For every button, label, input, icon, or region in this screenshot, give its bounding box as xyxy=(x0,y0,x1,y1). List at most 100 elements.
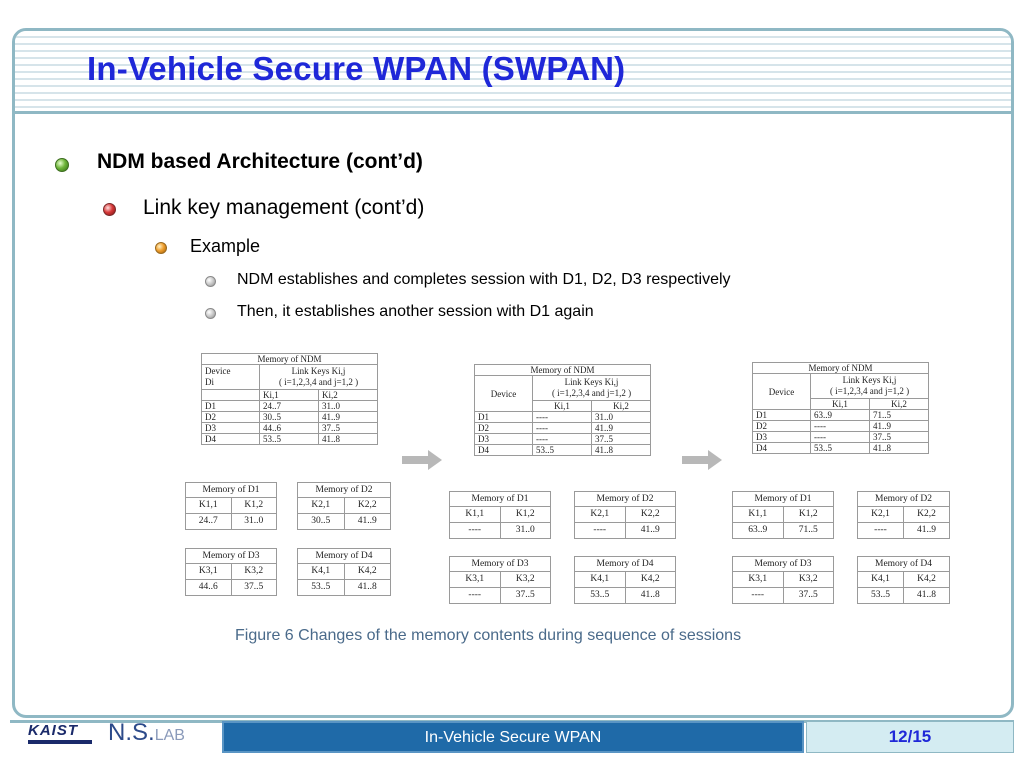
value-cell: 63..9 xyxy=(810,409,870,421)
value-cell: 41..9 xyxy=(903,522,950,539)
device-header: Device xyxy=(752,373,811,410)
table-title: Memory of D3 xyxy=(449,556,551,572)
table-title: Memory of D2 xyxy=(297,482,391,498)
table-title: Memory of D2 xyxy=(857,491,950,507)
right-arrow-icon xyxy=(402,450,442,470)
col-header: K2,1 xyxy=(297,497,345,514)
value-cell: 41..8 xyxy=(317,433,379,445)
value-cell: 37..5 xyxy=(230,579,277,596)
table-title: Memory of NDM xyxy=(473,364,652,376)
bullet-text: NDM establishes and completes session wi… xyxy=(237,271,731,288)
value-cell: ---- xyxy=(532,411,592,423)
device-cell: D2 xyxy=(201,411,260,423)
link-keys-range: ( i=1,2,3,4 and j=1,2 ) xyxy=(551,388,632,398)
value-cell: 37..5 xyxy=(317,422,379,434)
col-header: K4,1 xyxy=(297,563,345,580)
value-cell: 41..9 xyxy=(624,522,676,539)
value-cell: 31..0 xyxy=(317,400,379,412)
col-header: K4,2 xyxy=(624,571,676,588)
footer-title: In-Vehicle Secure WPAN xyxy=(424,729,602,746)
value-cell: 53..5 xyxy=(810,442,870,454)
table-title: Memory of D1 xyxy=(449,491,551,507)
value-cell: 41..8 xyxy=(590,444,652,456)
bullet-text: Example xyxy=(190,236,261,256)
grey-bullet-icon xyxy=(205,308,216,319)
value-cell: 41..8 xyxy=(903,587,950,604)
value-cell: 41..8 xyxy=(868,442,930,454)
figure-caption: Figure 6 Changes of the memory contents … xyxy=(235,627,742,644)
value-cell: 31..0 xyxy=(590,411,652,423)
value-cell: 31..0 xyxy=(230,513,277,530)
table-title: Memory of NDM xyxy=(200,353,379,365)
col-header: Ki,2 xyxy=(317,389,379,401)
value-cell: 31..0 xyxy=(499,522,551,539)
col-header: K1,1 xyxy=(185,497,232,514)
col-header: K4,1 xyxy=(857,571,904,588)
table-title: Memory of D4 xyxy=(857,556,950,572)
col-header: Ki,1 xyxy=(532,400,592,412)
value-cell: ---- xyxy=(810,420,870,432)
title-divider xyxy=(15,111,1011,114)
link-keys-range: ( i=1,2,3,4 and j=1,2 ) xyxy=(829,386,910,396)
slide-title: In-Vehicle Secure WPAN (SWPAN) xyxy=(87,50,626,87)
col-header: K2,1 xyxy=(574,506,626,523)
nslab-logo: N.S.LAB xyxy=(108,719,185,747)
col-header: K2,2 xyxy=(624,506,676,523)
value-cell: 41..8 xyxy=(624,587,676,604)
table-title: Memory of D4 xyxy=(297,548,391,564)
link-keys-range: ( i=1,2,3,4 and j=1,2 ) xyxy=(278,377,359,387)
bullet-text: Link key management (cont’d) xyxy=(143,196,425,219)
device-cell: D3 xyxy=(752,431,811,443)
device-cell: D2 xyxy=(752,420,811,432)
value-cell: 41..8 xyxy=(343,579,391,596)
col-header: K3,1 xyxy=(449,571,501,588)
device-sublabel: Di xyxy=(205,377,214,387)
value-cell: ---- xyxy=(449,522,501,539)
page-number: 12/15 xyxy=(888,727,932,746)
value-cell: 44..6 xyxy=(185,579,232,596)
kaist-logo-underline xyxy=(28,740,92,744)
value-cell: 41..9 xyxy=(343,513,391,530)
link-keys-header: Link Keys Ki,j( i=1,2,3,4 and j=1,2 ) xyxy=(531,375,652,401)
col-header: K4,2 xyxy=(343,563,391,580)
table-title: Memory of D1 xyxy=(732,491,834,507)
title-band xyxy=(15,31,1011,113)
right-arrow-icon xyxy=(682,450,722,470)
value-cell: 53..5 xyxy=(857,587,904,604)
device-cell: D1 xyxy=(752,409,811,421)
device-label: Device xyxy=(205,366,231,376)
value-cell: ---- xyxy=(732,587,784,604)
value-cell: 37..5 xyxy=(590,433,652,445)
table-title: Memory of NDM xyxy=(751,362,930,374)
col-header: K1,2 xyxy=(782,506,834,523)
kaist-logo: KAIST xyxy=(28,722,78,739)
value-cell: ---- xyxy=(574,522,626,539)
device-header: Device xyxy=(474,375,533,412)
col-header: K1,1 xyxy=(449,506,501,523)
grey-bullet-icon xyxy=(205,276,216,287)
value-cell: ---- xyxy=(449,587,501,604)
red-bullet-icon xyxy=(103,203,116,216)
value-cell: 53..5 xyxy=(297,579,345,596)
link-keys-label: Link Keys Ki,j xyxy=(291,366,346,376)
value-cell: 63..9 xyxy=(732,522,784,539)
col-header: K2,2 xyxy=(343,497,391,514)
device-cell: D4 xyxy=(474,444,533,456)
device-cell: D2 xyxy=(474,422,533,434)
device-cell: D3 xyxy=(474,433,533,445)
col-header: Ki,1 xyxy=(810,398,870,410)
device-cell: D1 xyxy=(474,411,533,423)
col-header: K4,2 xyxy=(903,571,950,588)
col-header: K3,2 xyxy=(230,563,277,580)
bullet-text: NDM based Architecture (cont’d) xyxy=(97,150,423,173)
link-keys-header: Link Keys Ki,j( i=1,2,3,4 and j=1,2 ) xyxy=(258,364,379,390)
